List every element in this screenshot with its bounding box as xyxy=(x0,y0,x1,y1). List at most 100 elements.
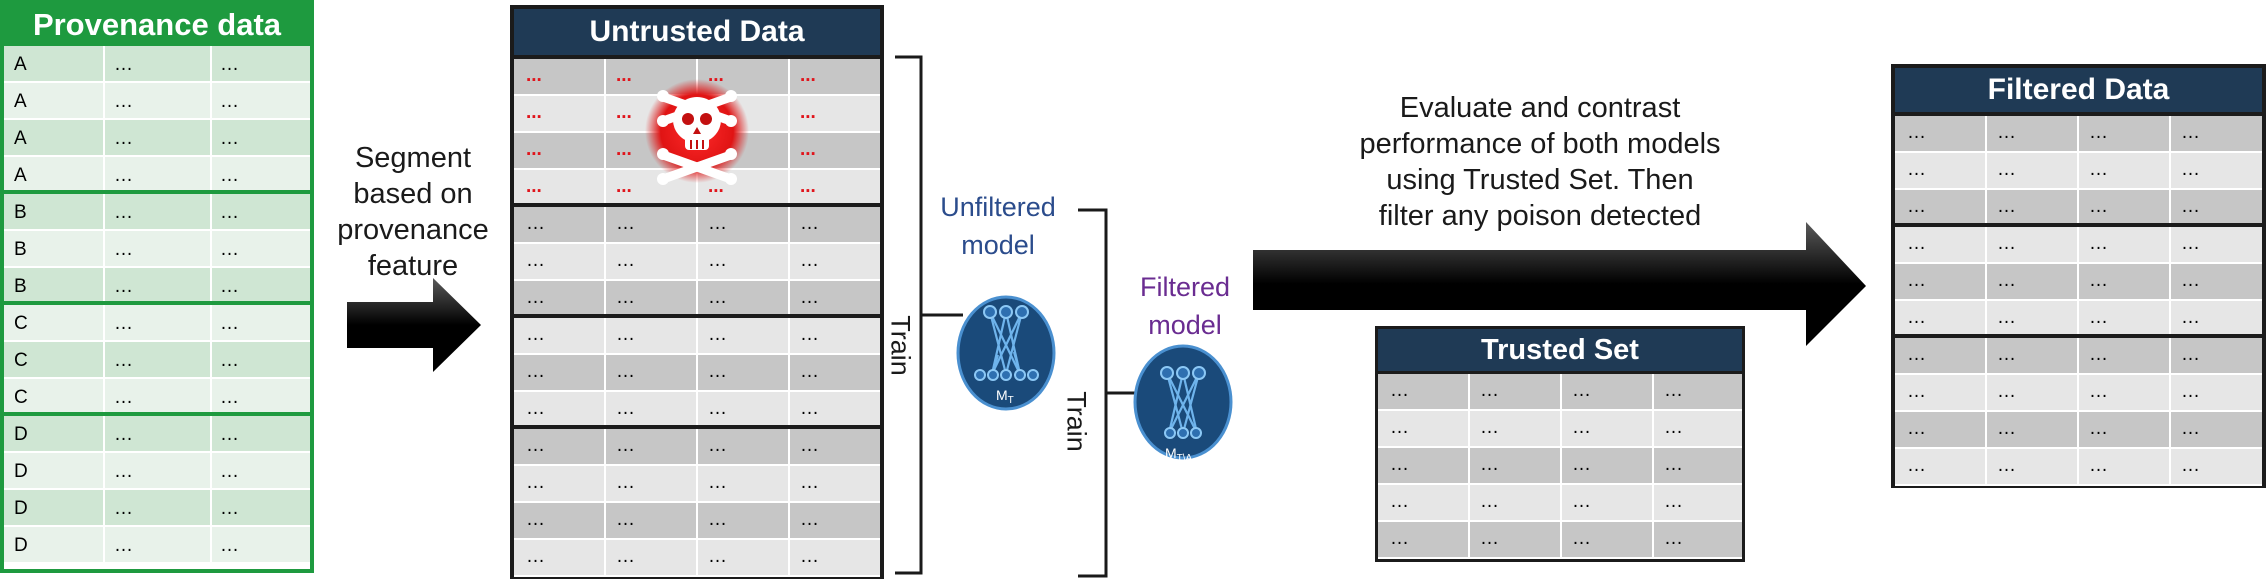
evaluate-line: using Trusted Set. Then xyxy=(1386,164,1694,196)
table-cell: … xyxy=(526,250,545,271)
column-divider xyxy=(788,318,790,353)
column-divider xyxy=(788,429,790,464)
table-row: ………… xyxy=(514,503,880,540)
table-cell: … xyxy=(708,472,727,493)
table-cell: … xyxy=(1907,270,1926,291)
column-divider xyxy=(1560,448,1562,483)
table-cell: … xyxy=(526,287,545,308)
table-cell: … xyxy=(2089,381,2108,402)
provenance-cell: … xyxy=(220,54,239,75)
table-row: ………… xyxy=(514,466,880,503)
column-divider xyxy=(210,120,212,155)
column-divider xyxy=(103,342,105,377)
provenance-cell: … xyxy=(220,498,239,519)
provenance-label: C xyxy=(14,387,28,408)
column-divider xyxy=(788,244,790,279)
column-divider xyxy=(604,429,606,464)
table-cell: … xyxy=(616,435,635,456)
table-row: ………… xyxy=(1895,412,2262,449)
column-divider xyxy=(1985,153,1987,188)
column-divider xyxy=(103,490,105,525)
table-cell: … xyxy=(1390,417,1409,438)
label-line: Filtered xyxy=(1139,272,1231,302)
column-divider xyxy=(2077,227,2079,262)
table-cell: … xyxy=(800,398,819,419)
provenance-cell: … xyxy=(114,498,133,519)
column-divider xyxy=(1560,522,1562,557)
table-cell: … xyxy=(1997,344,2016,365)
column-divider xyxy=(210,379,212,412)
table-cell: … xyxy=(1572,454,1591,475)
provenance-label: C xyxy=(14,313,28,334)
table-cell: … xyxy=(616,324,635,345)
column-divider xyxy=(788,170,790,203)
column-divider xyxy=(1985,301,1987,334)
column-divider xyxy=(103,194,105,229)
table-cell: … xyxy=(1907,196,1926,217)
provenance-cell: … xyxy=(114,313,133,334)
column-divider xyxy=(103,527,105,562)
column-divider xyxy=(2169,190,2171,223)
table-cell: … xyxy=(708,435,727,456)
table-row: ………… xyxy=(1895,116,2262,153)
column-divider xyxy=(788,207,790,242)
table-row: ………… xyxy=(514,392,880,429)
column-divider xyxy=(1468,485,1470,520)
column-divider xyxy=(604,466,606,501)
provenance-cell: … xyxy=(114,424,133,445)
table-row: ............ xyxy=(514,170,880,207)
table-cell: … xyxy=(1997,270,2016,291)
provenance-cell: … xyxy=(114,387,133,408)
table-cell: … xyxy=(1664,454,1683,475)
table-cell: … xyxy=(1907,159,1926,180)
table-cell: … xyxy=(526,435,545,456)
column-divider xyxy=(696,59,698,94)
column-divider xyxy=(103,46,105,81)
table-cell: … xyxy=(1907,307,1926,328)
table-cell: … xyxy=(1390,491,1409,512)
poisoned-cell: ... xyxy=(526,102,542,123)
untrusted-title: Untrusted Data xyxy=(514,9,880,59)
segment-line: feature xyxy=(367,250,459,282)
column-divider xyxy=(2077,301,2079,334)
column-divider xyxy=(1468,374,1470,409)
neural-network-icon: MT xyxy=(956,295,1056,411)
column-divider xyxy=(696,540,698,575)
table-row: ………… xyxy=(1895,190,2262,227)
column-divider xyxy=(1985,338,1987,373)
provenance-row: C … … xyxy=(4,379,310,416)
table-row: ………… xyxy=(1895,301,2262,338)
column-divider xyxy=(1652,374,1654,409)
column-divider xyxy=(604,392,606,425)
table-cell: … xyxy=(708,509,727,530)
provenance-row: A…… xyxy=(4,157,310,194)
column-divider xyxy=(1468,411,1470,446)
provenance-cell: … xyxy=(220,387,239,408)
table-cell: … xyxy=(800,250,819,271)
poisoned-cell: ... xyxy=(800,176,816,197)
provenance-row: D…… xyxy=(4,416,310,453)
column-divider xyxy=(2169,412,2171,447)
column-divider xyxy=(210,342,212,377)
table-cell: … xyxy=(1997,233,2016,254)
table-cell: … xyxy=(1390,528,1409,549)
table-cell: … xyxy=(2089,122,2108,143)
table-cell: … xyxy=(1664,417,1683,438)
provenance-cell: … xyxy=(114,128,133,149)
table-cell: … xyxy=(1997,381,2016,402)
column-divider xyxy=(604,503,606,538)
table-cell: … xyxy=(526,213,545,234)
poisoned-cell: ... xyxy=(800,139,816,160)
column-divider xyxy=(2169,338,2171,373)
provenance-label: A xyxy=(14,54,27,75)
column-divider xyxy=(604,59,606,94)
trusted-set-table: Trusted Set …………………………………………………… xyxy=(1375,326,1745,562)
column-divider xyxy=(1468,448,1470,483)
table-cell: … xyxy=(1997,418,2016,439)
column-divider xyxy=(1985,227,1987,262)
column-divider xyxy=(788,96,790,131)
filtered-title: Filtered Data xyxy=(1895,68,2262,116)
provenance-row: D…… xyxy=(4,527,310,564)
column-divider xyxy=(103,379,105,412)
column-divider xyxy=(696,392,698,425)
